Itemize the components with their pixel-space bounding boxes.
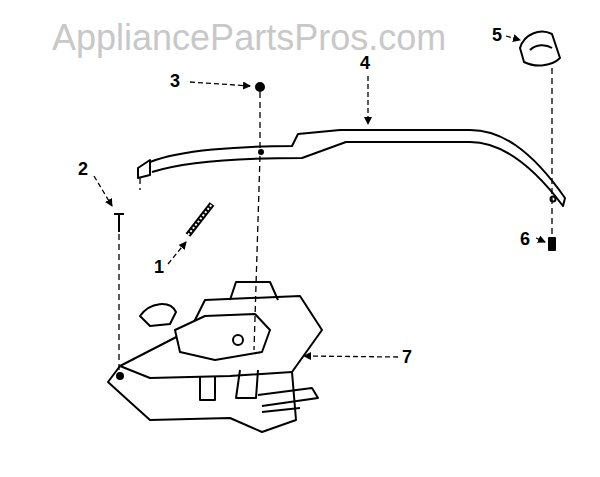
callout-number: 5 <box>492 26 502 44</box>
callout-number: 1 <box>154 258 164 276</box>
callout-number: 7 <box>402 348 412 366</box>
watermark: AppliancePartsPros.com <box>52 20 446 56</box>
callout-number: 4 <box>360 54 370 72</box>
callout-number: 2 <box>78 160 88 178</box>
callout-number: 3 <box>170 72 180 90</box>
callout-number: 6 <box>520 230 530 248</box>
